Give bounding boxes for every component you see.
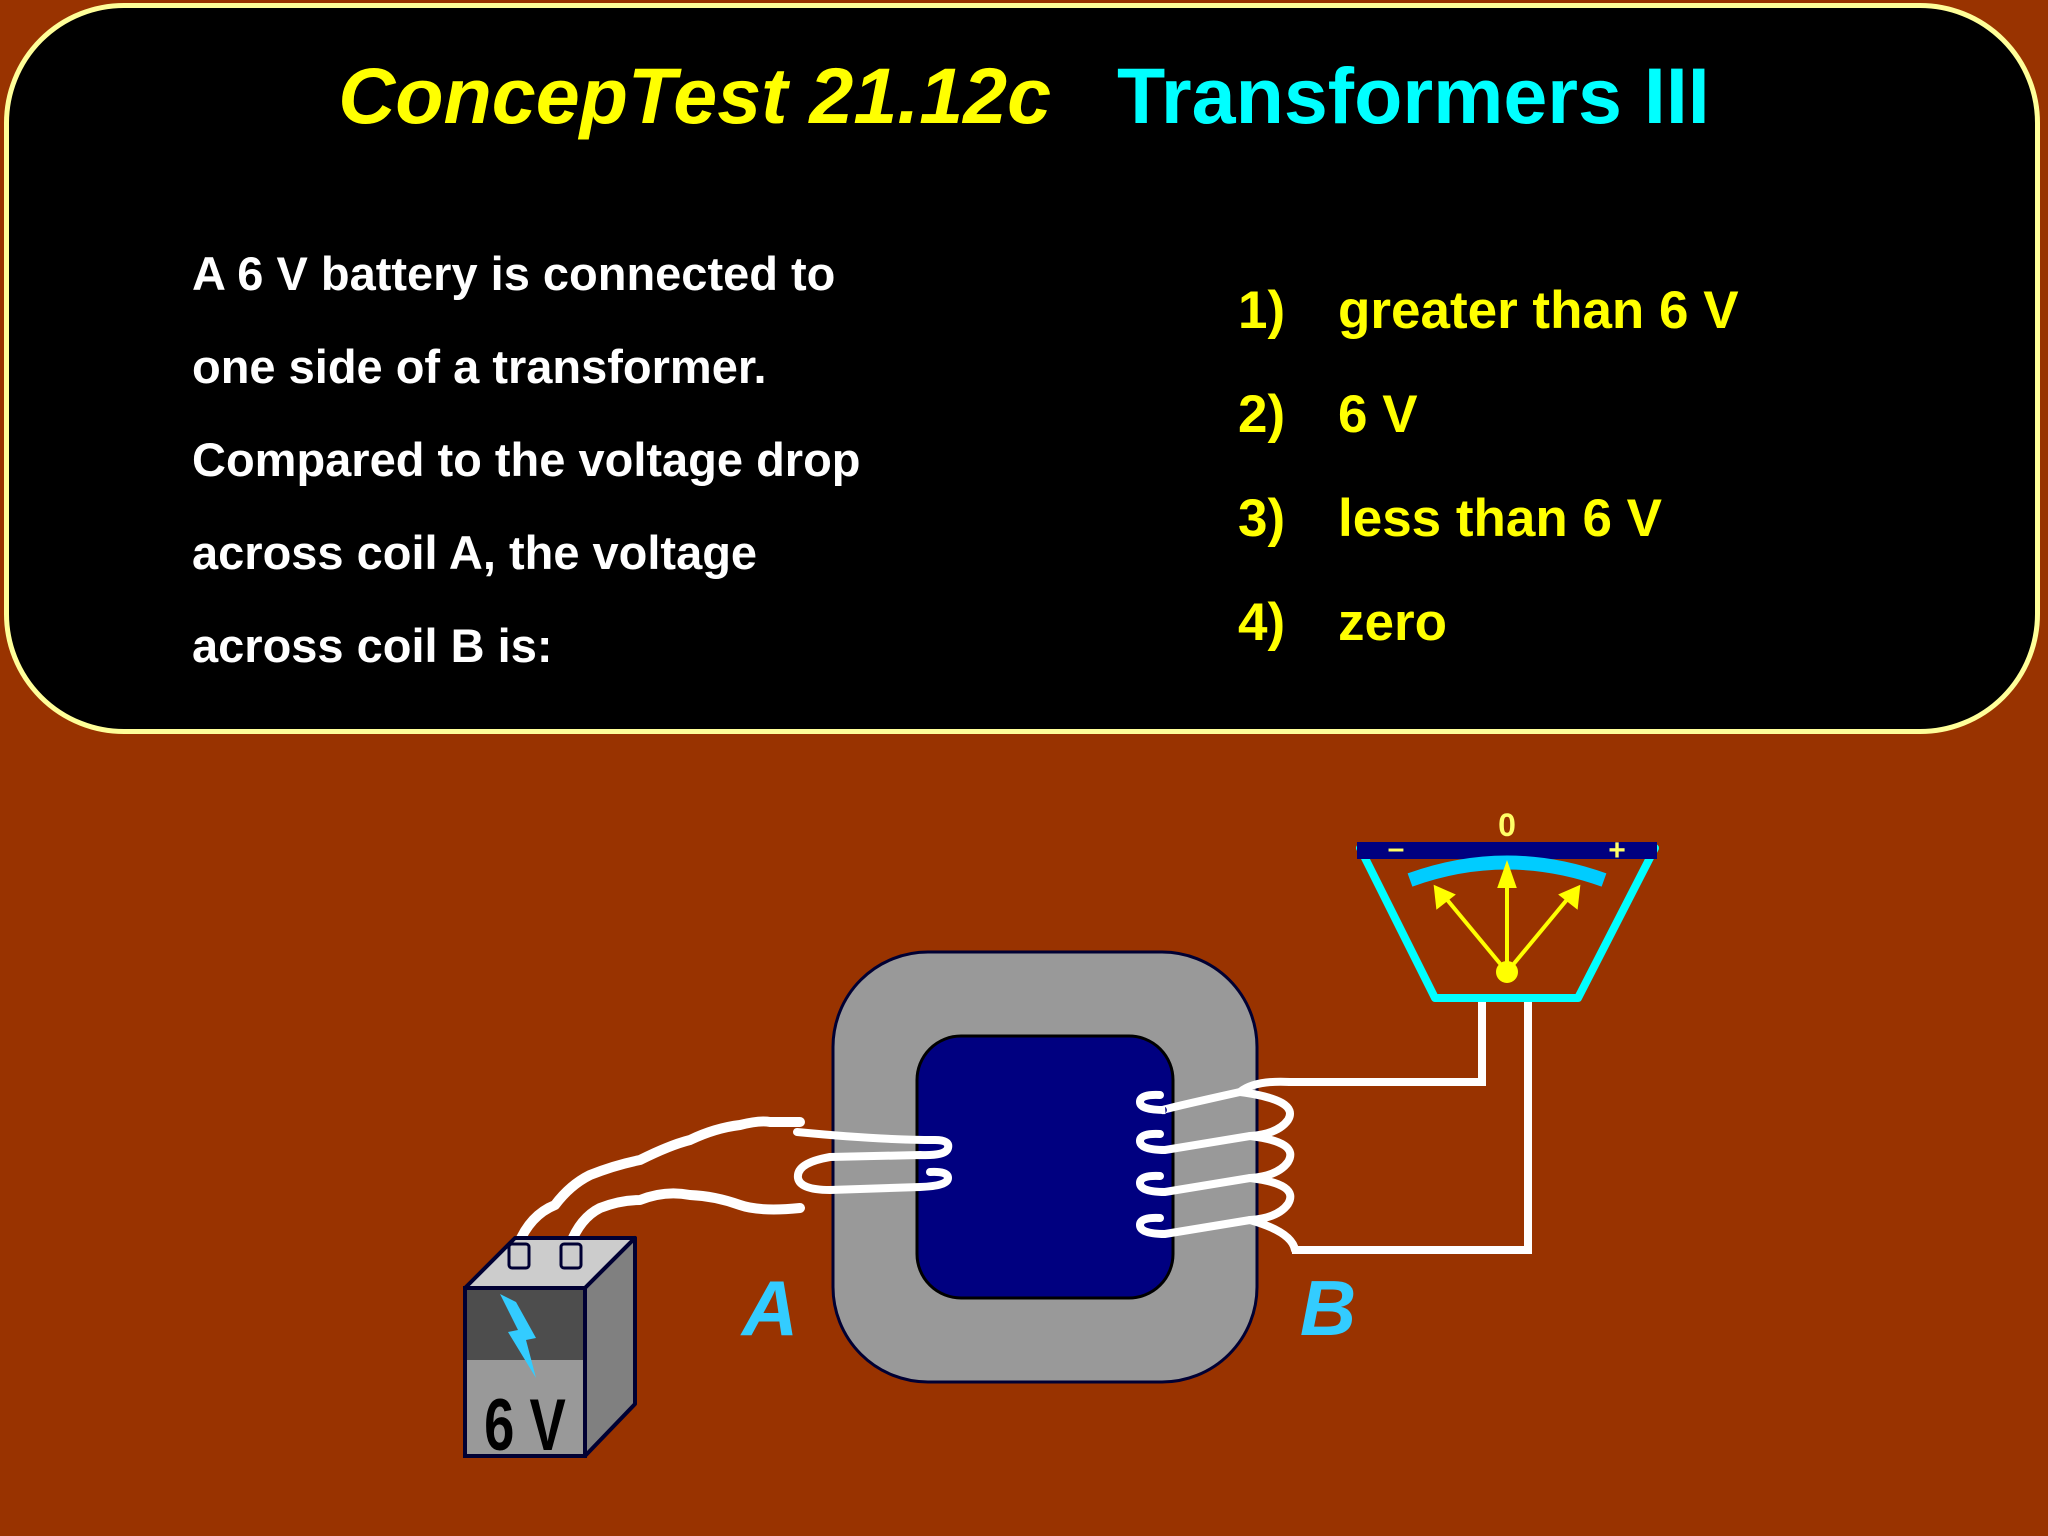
option-number: 4)	[1238, 593, 1286, 652]
needle-center-arrowhead	[1497, 859, 1517, 888]
battery-terminal-2	[559, 1242, 583, 1270]
topic-title: Transformers III	[1117, 51, 1710, 140]
needle-right	[1505, 894, 1572, 974]
coil-a	[793, 1128, 953, 1195]
option-text: 6 V	[1338, 385, 1418, 444]
option-number: 2)	[1238, 385, 1286, 444]
lightning-bolt-icon	[500, 1294, 536, 1378]
option-4: 4) zero	[1238, 586, 1938, 690]
voltmeter: 0 – +	[1356, 807, 1659, 1002]
question-line: A 6 V battery is connected to	[192, 247, 836, 300]
needle-right-arrowhead	[1558, 884, 1581, 910]
needle-left	[1442, 894, 1509, 974]
option-text: zero	[1338, 593, 1447, 652]
option-text: greater than 6 V	[1338, 281, 1739, 340]
option-number: 1)	[1238, 281, 1286, 340]
question-line: Compared to the voltage drop	[192, 433, 861, 486]
option-2: 2) 6 V	[1238, 378, 1938, 482]
option-number: 3)	[1238, 489, 1286, 548]
needle-pivot	[1496, 961, 1518, 983]
meter-needles	[1433, 859, 1581, 983]
question-panel	[4, 3, 2040, 734]
battery-voltage-label: 6 V	[484, 1383, 566, 1466]
option-text: less than 6 V	[1338, 489, 1663, 548]
test-id: ConcepTest 21.12c	[338, 51, 1052, 140]
coil-b	[1135, 1077, 1299, 1254]
lead-wire-1	[513, 1116, 805, 1250]
battery-leads	[513, 1116, 805, 1250]
answer-options: 1) greater than 6 V 2) 6 V 3) less than 6 V…	[1238, 274, 1938, 690]
question-text: A 6 V battery is connected to one side o…	[192, 238, 1012, 703]
coil-a-label: A	[740, 1264, 798, 1352]
coil-b-turn	[1135, 1077, 1294, 1115]
battery-terminal-1	[507, 1242, 531, 1270]
meter-plus-label: +	[1608, 834, 1626, 867]
meter-zero-label: 0	[1498, 807, 1516, 843]
question-line: one side of a transformer.	[192, 340, 767, 393]
option-1: 1) greater than 6 V	[1238, 274, 1938, 378]
option-3: 3) less than 6 V	[1238, 482, 1938, 586]
core-window	[915, 1034, 1175, 1300]
question-line: across coil B is:	[192, 619, 553, 672]
meter-leads	[1288, 998, 1532, 1254]
meter-lead-top	[1288, 998, 1486, 1086]
slide-title: ConcepTest 21.12c Transformers III	[0, 48, 2048, 144]
battery: 6 V	[463, 1236, 637, 1466]
needle-left-arrowhead	[1433, 884, 1456, 910]
coil-b-label: B	[1300, 1264, 1356, 1352]
meter-minus-label: –	[1388, 832, 1405, 865]
question-line: across coil A, the voltage	[192, 526, 758, 579]
meter-top-bar	[1357, 842, 1657, 859]
coil-a-winding	[793, 1128, 953, 1195]
lead-wire-2	[565, 1188, 805, 1250]
meter-lead-bottom	[1292, 998, 1532, 1254]
